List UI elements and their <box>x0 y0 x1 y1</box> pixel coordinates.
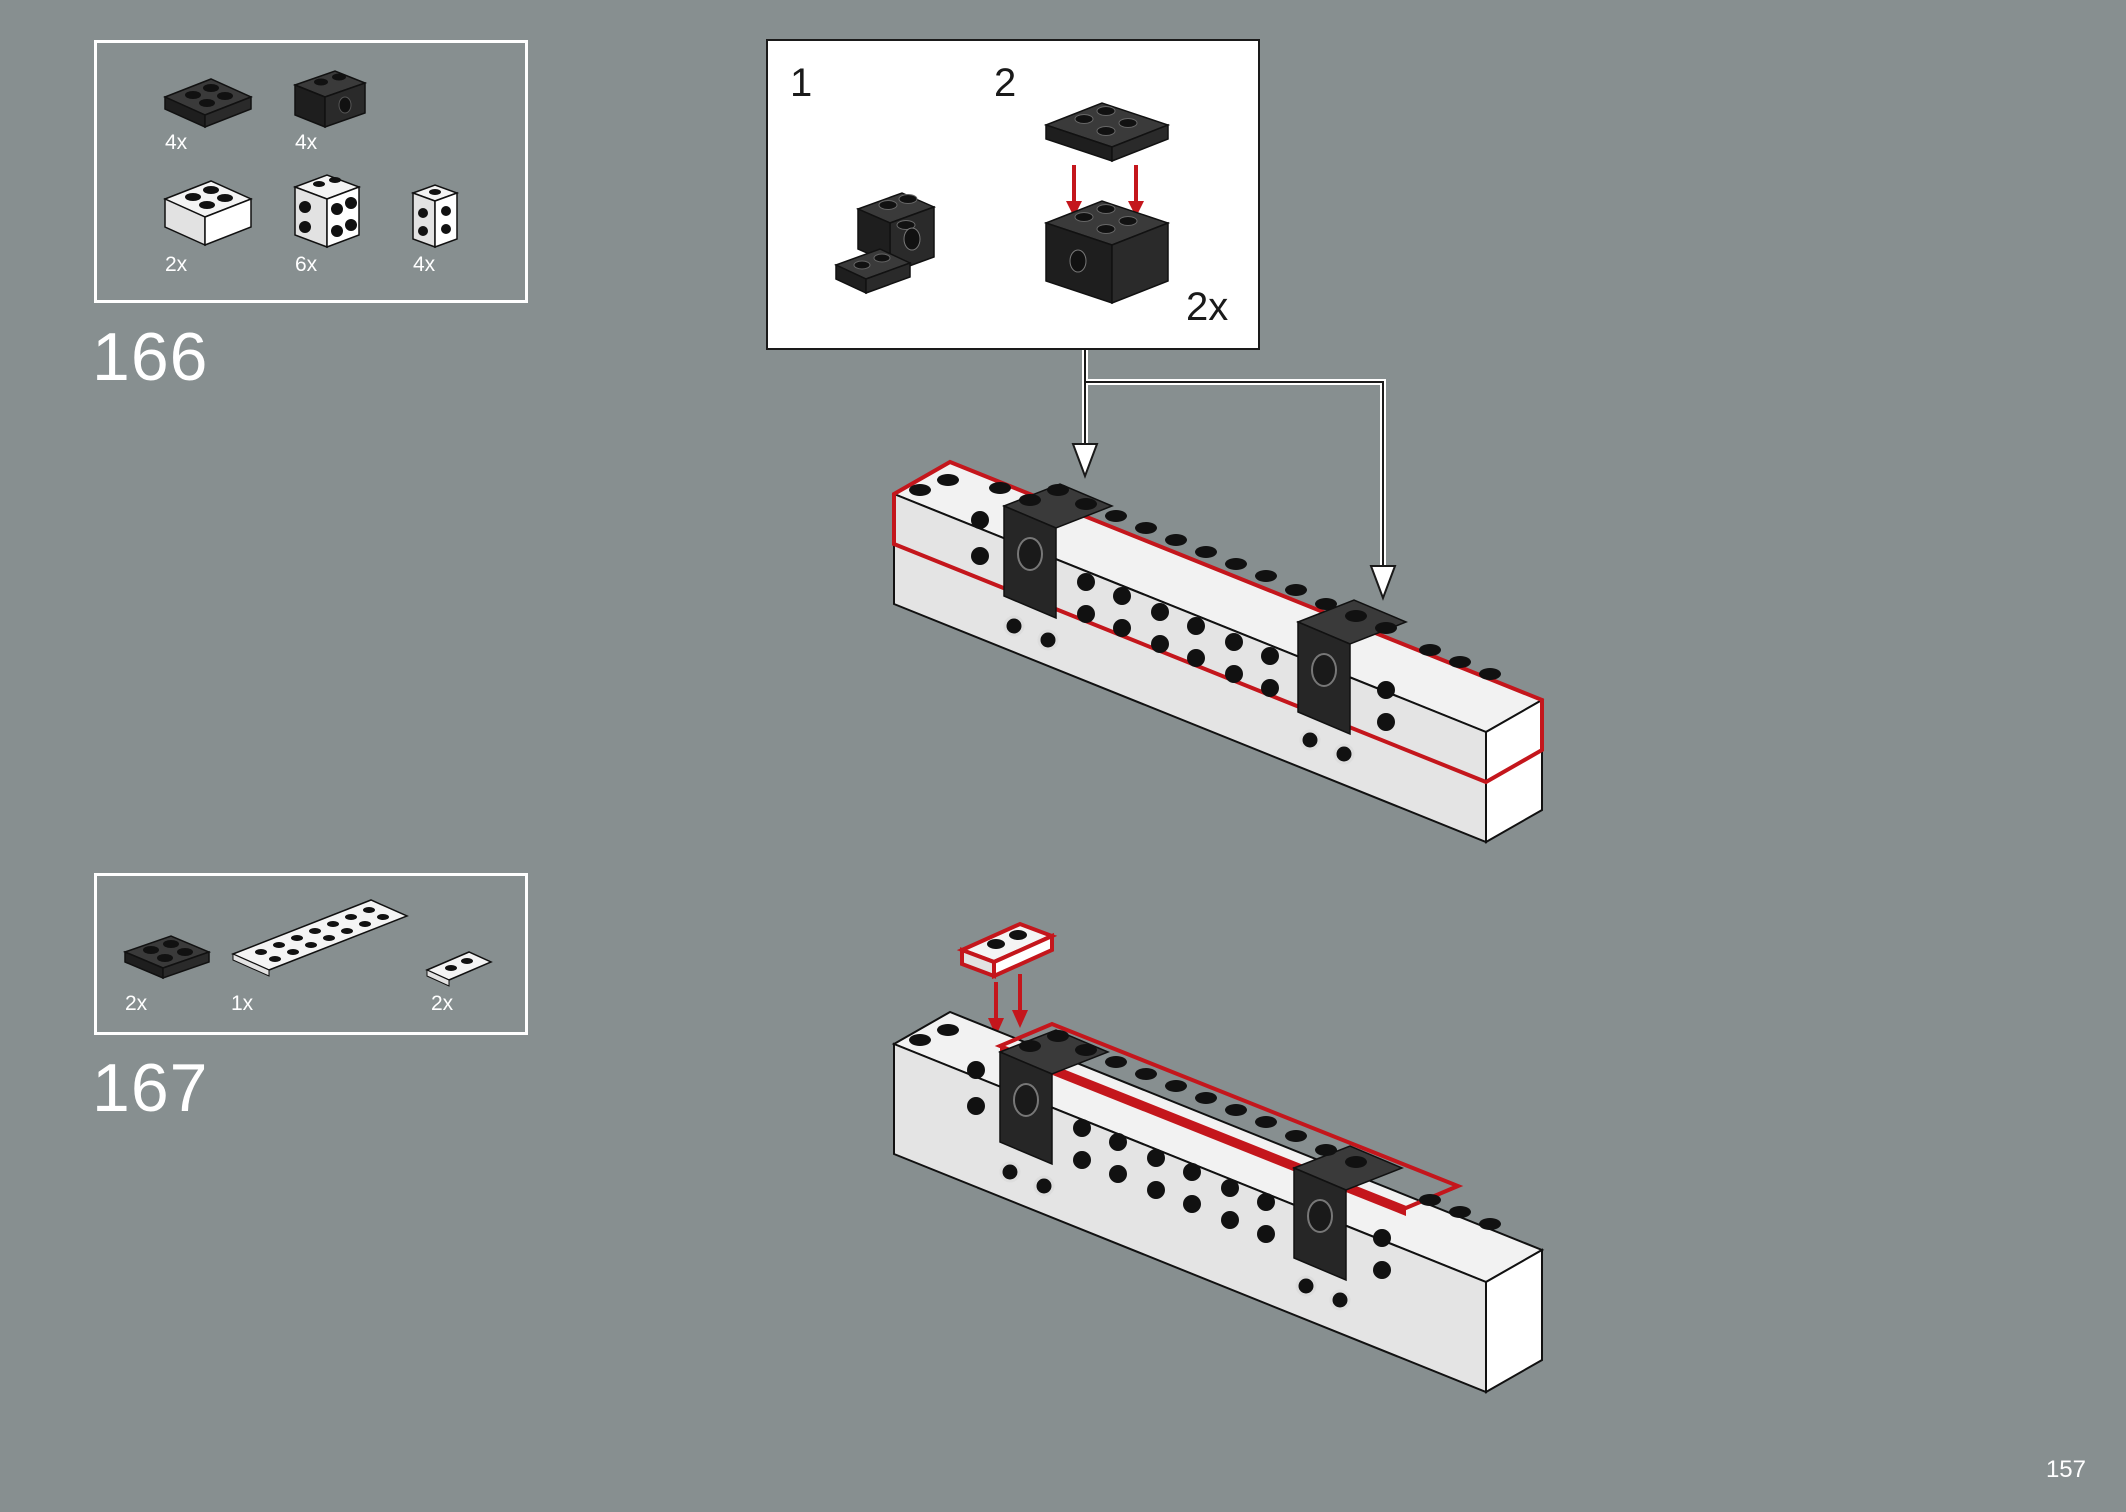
part-qty: 4x <box>295 131 318 154</box>
white-brick-1x1-studs-on-side-icon <box>410 184 460 249</box>
black-plate-2x2-icon <box>122 935 212 980</box>
parts-list-step-167: 2x 1x 2x <box>94 873 528 1035</box>
step-number: 167 <box>92 1050 209 1126</box>
black-technic-brick-icon <box>292 70 368 129</box>
page-number: 157 <box>2045 1456 2086 1483</box>
white-plate-1x2-icon <box>425 951 493 987</box>
part-qty: 2x <box>431 992 454 1015</box>
plate-on-brick-icon <box>1043 102 1171 305</box>
part-qty: 6x <box>295 253 318 276</box>
parts-list-step-166: 4x 4x 2x 6x 4x <box>94 40 528 303</box>
black-plate-2x2-icon <box>163 78 253 129</box>
part-qty: 2x <box>125 992 148 1015</box>
subassembly-callout: 1 2 2x <box>766 39 1260 350</box>
subassembly-multiplier: 2x <box>1186 285 1229 329</box>
step-number: 166 <box>92 319 209 395</box>
part-qty: 1x <box>231 992 254 1015</box>
part-qty: 4x <box>165 131 188 154</box>
substep-number: 1 <box>790 61 813 105</box>
white-plate-2x8-icon <box>231 899 409 977</box>
part-qty: 2x <box>165 253 188 276</box>
model-step-166 <box>891 459 1545 844</box>
part-qty: 4x <box>413 253 436 276</box>
substep-number: 2 <box>994 61 1017 105</box>
white-brick-2x2-icon <box>163 180 253 247</box>
model-step-167 <box>891 921 1545 1394</box>
black-bracket-icon <box>834 192 937 295</box>
white-brick-studs-on-side-icon <box>292 174 362 249</box>
